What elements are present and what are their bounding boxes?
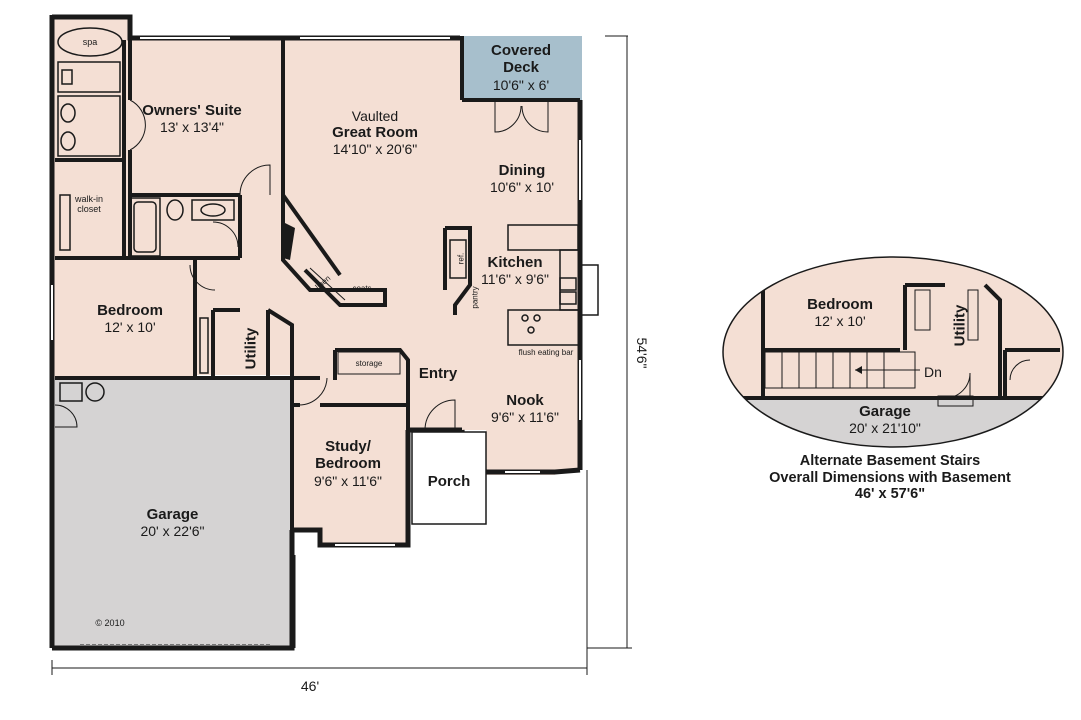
dimension-lines [51, 35, 632, 675]
bedroom-label: Bedroom 12' x 10' [70, 302, 190, 335]
study-line2: Bedroom [315, 455, 381, 473]
alt-bedroom-dim: 12' x 10' [814, 313, 866, 330]
bedroom-name: Bedroom [97, 302, 163, 319]
fireplace [283, 222, 295, 260]
depth-dimension: 54'6" [634, 337, 650, 369]
bath-fixtures [57, 27, 235, 402]
alt-bedroom-name: Bedroom [807, 296, 873, 313]
great-room-prefix: Vaulted [351, 108, 399, 124]
storage-label: storage [355, 359, 383, 368]
nook-name: Nook [506, 392, 544, 409]
width-dimension: 46' [300, 678, 320, 694]
study-label: Study/ Bedroom 9'6" x 11'6" [300, 438, 396, 489]
alt-down-label: Dn [924, 364, 942, 380]
windows [51, 37, 581, 546]
dining-dim: 10'6" x 10' [489, 179, 555, 196]
owners-suite-dim: 13' x 13'4" [159, 119, 225, 136]
nook-label: Nook 9'6" x 11'6" [480, 392, 570, 425]
kitchen-name: Kitchen [487, 254, 543, 271]
study-dim: 9'6" x 11'6" [314, 472, 382, 489]
great-room-dim: 14'10" x 20'6" [332, 141, 418, 158]
walk-in-line2: closet [77, 204, 101, 215]
porch [411, 431, 487, 525]
walk-in-line1: walk-in [74, 194, 103, 204]
alternate-caption-line2: Overall Dimensions with Basement [769, 469, 1011, 486]
kitchen-counters [449, 224, 599, 346]
owners-suite-label: Owners' Suite 13' x 13'4" [130, 102, 254, 135]
covered-deck-label: Covered Deck 10'6" x 6' [470, 42, 572, 93]
dining-label: Dining 10'6" x 10' [470, 162, 574, 195]
garage-name: Garage [146, 506, 199, 523]
covered-deck-line1: Covered [490, 42, 552, 59]
alt-garage-label: Garage 20' x 21'10" [815, 403, 955, 436]
garage-label: Garage 20' x 22'6" [100, 506, 245, 539]
walk-in-closet-label: walk-in closet [60, 194, 118, 215]
owners-suite-name: Owners' Suite [142, 102, 242, 119]
alt-garage-name: Garage [859, 403, 911, 420]
covered-deck-line2: Deck [503, 59, 539, 77]
nook-dim: 9'6" x 11'6" [491, 409, 559, 426]
alt-garage-dim: 20' x 21'10" [849, 420, 921, 437]
garage-dim: 20' x 22'6" [140, 523, 205, 540]
covered-deck-dim: 10'6" x 6' [492, 76, 550, 93]
alternate-caption: Alternate Basement Stairs Overall Dimens… [720, 453, 1060, 503]
copyright-label: © 2010 [95, 618, 125, 628]
door-swings [54, 99, 549, 431]
kitchen-label: Kitchen 11'6" x 9'6" [472, 254, 558, 287]
dining-name: Dining [498, 162, 546, 179]
bedroom-dim: 12' x 10' [104, 319, 156, 336]
pantry-label: pantry [470, 286, 480, 309]
study-line1: Study/ [325, 438, 371, 455]
great-room-label: Vaulted Great Room 14'10" x 20'6" [305, 108, 445, 157]
eating-bar-label: flush eating bar [518, 348, 574, 357]
ref-label: ref. [456, 252, 466, 265]
kitchen-dim: 11'6" x 9'6" [481, 271, 549, 288]
closet-shelves [309, 267, 401, 375]
alt-utility-label: Utility [951, 304, 969, 347]
entry-label: Entry [418, 365, 458, 382]
coats-label: coats [352, 284, 372, 293]
utility-label: Utility [242, 327, 260, 370]
alt-bedroom-label: Bedroom 12' x 10' [790, 296, 890, 329]
alternate-basement-diagram [722, 256, 1064, 448]
porch-label: Porch [427, 473, 471, 490]
alternate-caption-line1: Alternate Basement Stairs [799, 453, 981, 469]
spa-label: spa [82, 37, 98, 47]
alternate-caption-line3: 46' x 57'6" [854, 486, 926, 503]
great-room-name: Great Room [332, 124, 418, 142]
